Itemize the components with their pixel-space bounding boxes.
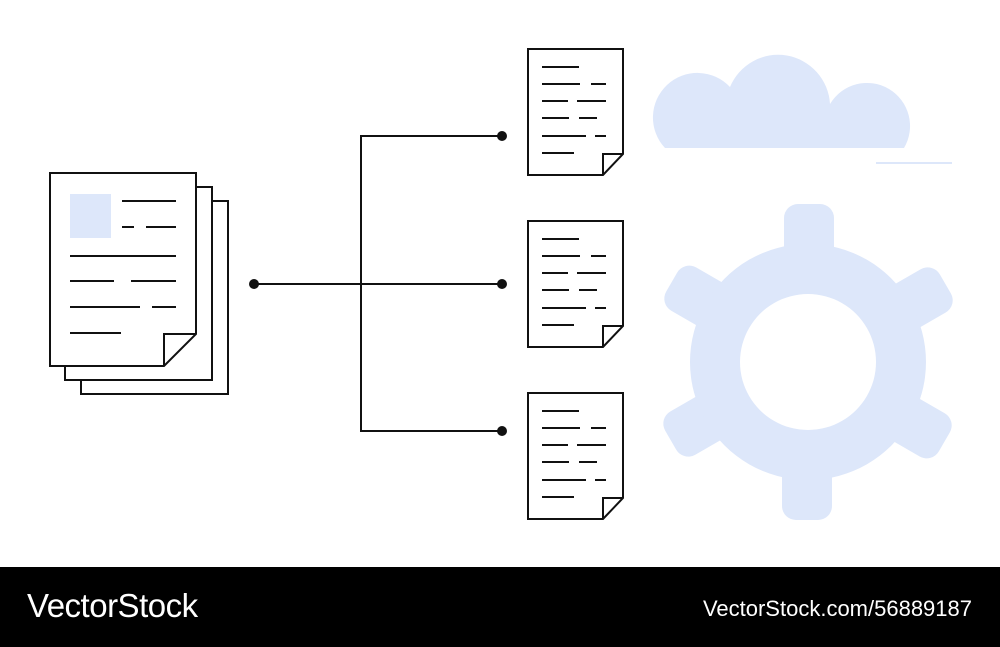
illustration <box>49 48 958 520</box>
document-icon <box>527 220 624 348</box>
image-credit: VectorStock.com/56889187 <box>702 596 972 621</box>
document-icon <box>527 48 624 176</box>
image-placeholder <box>70 194 111 238</box>
gear-icon <box>658 204 958 520</box>
document-icon <box>527 392 624 520</box>
cloud-icon <box>652 54 952 164</box>
connector-dots <box>249 131 507 436</box>
brand-logo: VectorStock <box>27 587 198 624</box>
watermark-bar: VectorStock VectorStock.com/56889187 <box>0 567 1000 647</box>
document-stack-icon <box>49 172 229 395</box>
connector-lines <box>254 135 502 432</box>
